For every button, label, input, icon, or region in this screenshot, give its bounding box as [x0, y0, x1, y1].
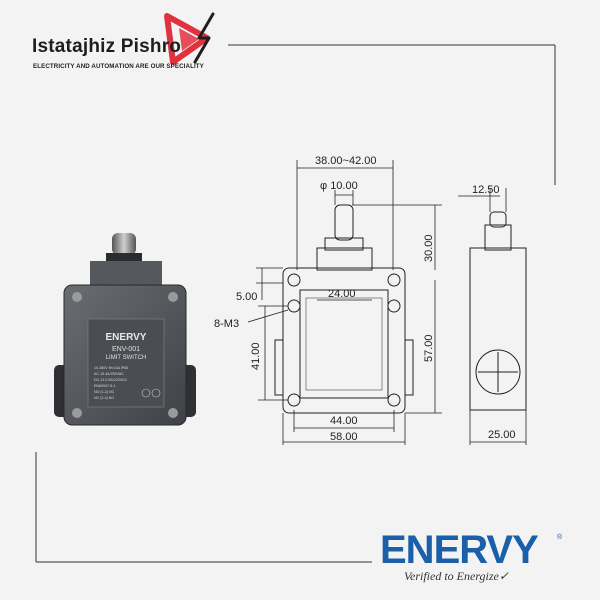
photo-spec-3: EN60947-5-1: [94, 384, 115, 388]
dim-inner-width: 24.00: [328, 288, 356, 300]
photo-spec-2: DC-13 0.5A/220VDC: [94, 378, 128, 382]
dim-screw: 8-M3: [214, 318, 239, 330]
dim-depth: 25.00: [488, 429, 516, 441]
dim-offset: 5.00: [236, 291, 257, 303]
brand-tagline: ELECTRICITY AND AUTOMATION ARE OUR SPECI…: [33, 63, 204, 70]
photo-spec-0: 10-380V Ith:10A IP65: [94, 366, 128, 370]
footer-slogan: Verified to Energize✓: [404, 569, 509, 583]
dim-mount-height: 41.00: [250, 342, 262, 370]
photo-brand: ENERVY: [106, 332, 147, 343]
brand-name: Istatajhiz Pishro: [32, 36, 182, 57]
dim-plunger-dia: φ 10.00: [320, 180, 358, 192]
photo-type: LIMIT SWITCH: [106, 355, 147, 361]
dim-total-width: 58.00: [330, 431, 358, 443]
photo-model: ENV-001: [112, 346, 140, 353]
play-logo-icon: [164, 12, 215, 65]
photo-spec-4: NO (1-2) NC: [94, 390, 115, 394]
dim-mount-width: 44.00: [330, 415, 358, 427]
photo-spec-5: NC (3-4) NO: [94, 396, 114, 400]
footer-tm: ®: [557, 534, 563, 541]
dim-body-height: 57.00: [423, 334, 435, 362]
dim-width-top: 38.00~42.00: [315, 155, 376, 167]
dim-plunger-height: 30.00: [423, 234, 435, 262]
footer-logo: ENERVY: [380, 528, 539, 572]
photo-spec-1: AC-15 4A/250VAC: [94, 372, 124, 376]
dim-side-width: 12.50: [472, 184, 500, 196]
limit-switch-photo: ENERVY ENV-001 LIMIT SWITCH 10-380V Ith:…: [54, 233, 196, 426]
